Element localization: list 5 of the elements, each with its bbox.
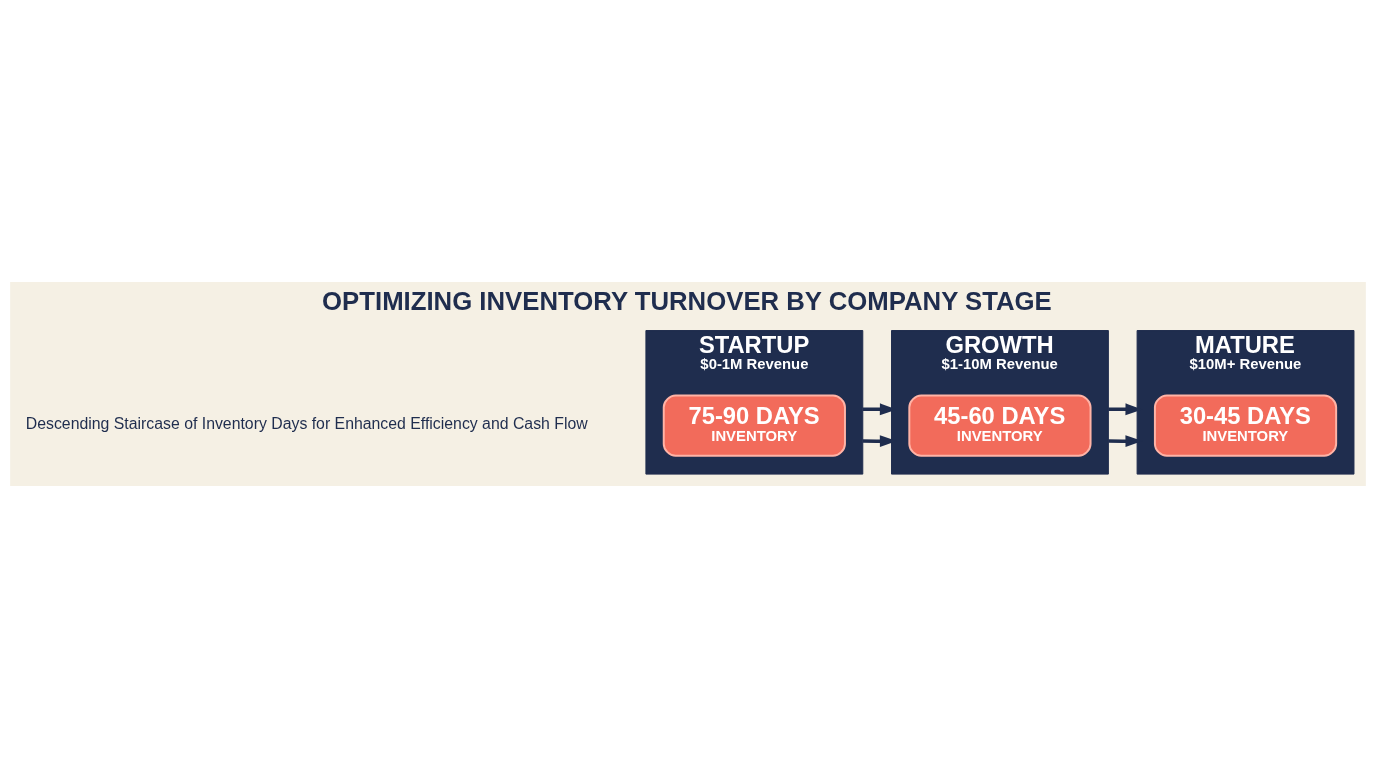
node-box: 30-45 DAYS INVENTORY bbox=[1153, 394, 1338, 457]
label: Descending Staircase of Inventory Days for Enhanced Efficiency and Cash Flow bbox=[25, 415, 588, 433]
node-box: 45-60 DAYS INVENTORY bbox=[908, 394, 1092, 457]
node-box: 75-90 DAYS INVENTORY bbox=[662, 394, 846, 457]
diagram-title: OPTIMIZING INVENTORY TURNOVER BY COMPANY STAGE bbox=[322, 286, 1052, 315]
